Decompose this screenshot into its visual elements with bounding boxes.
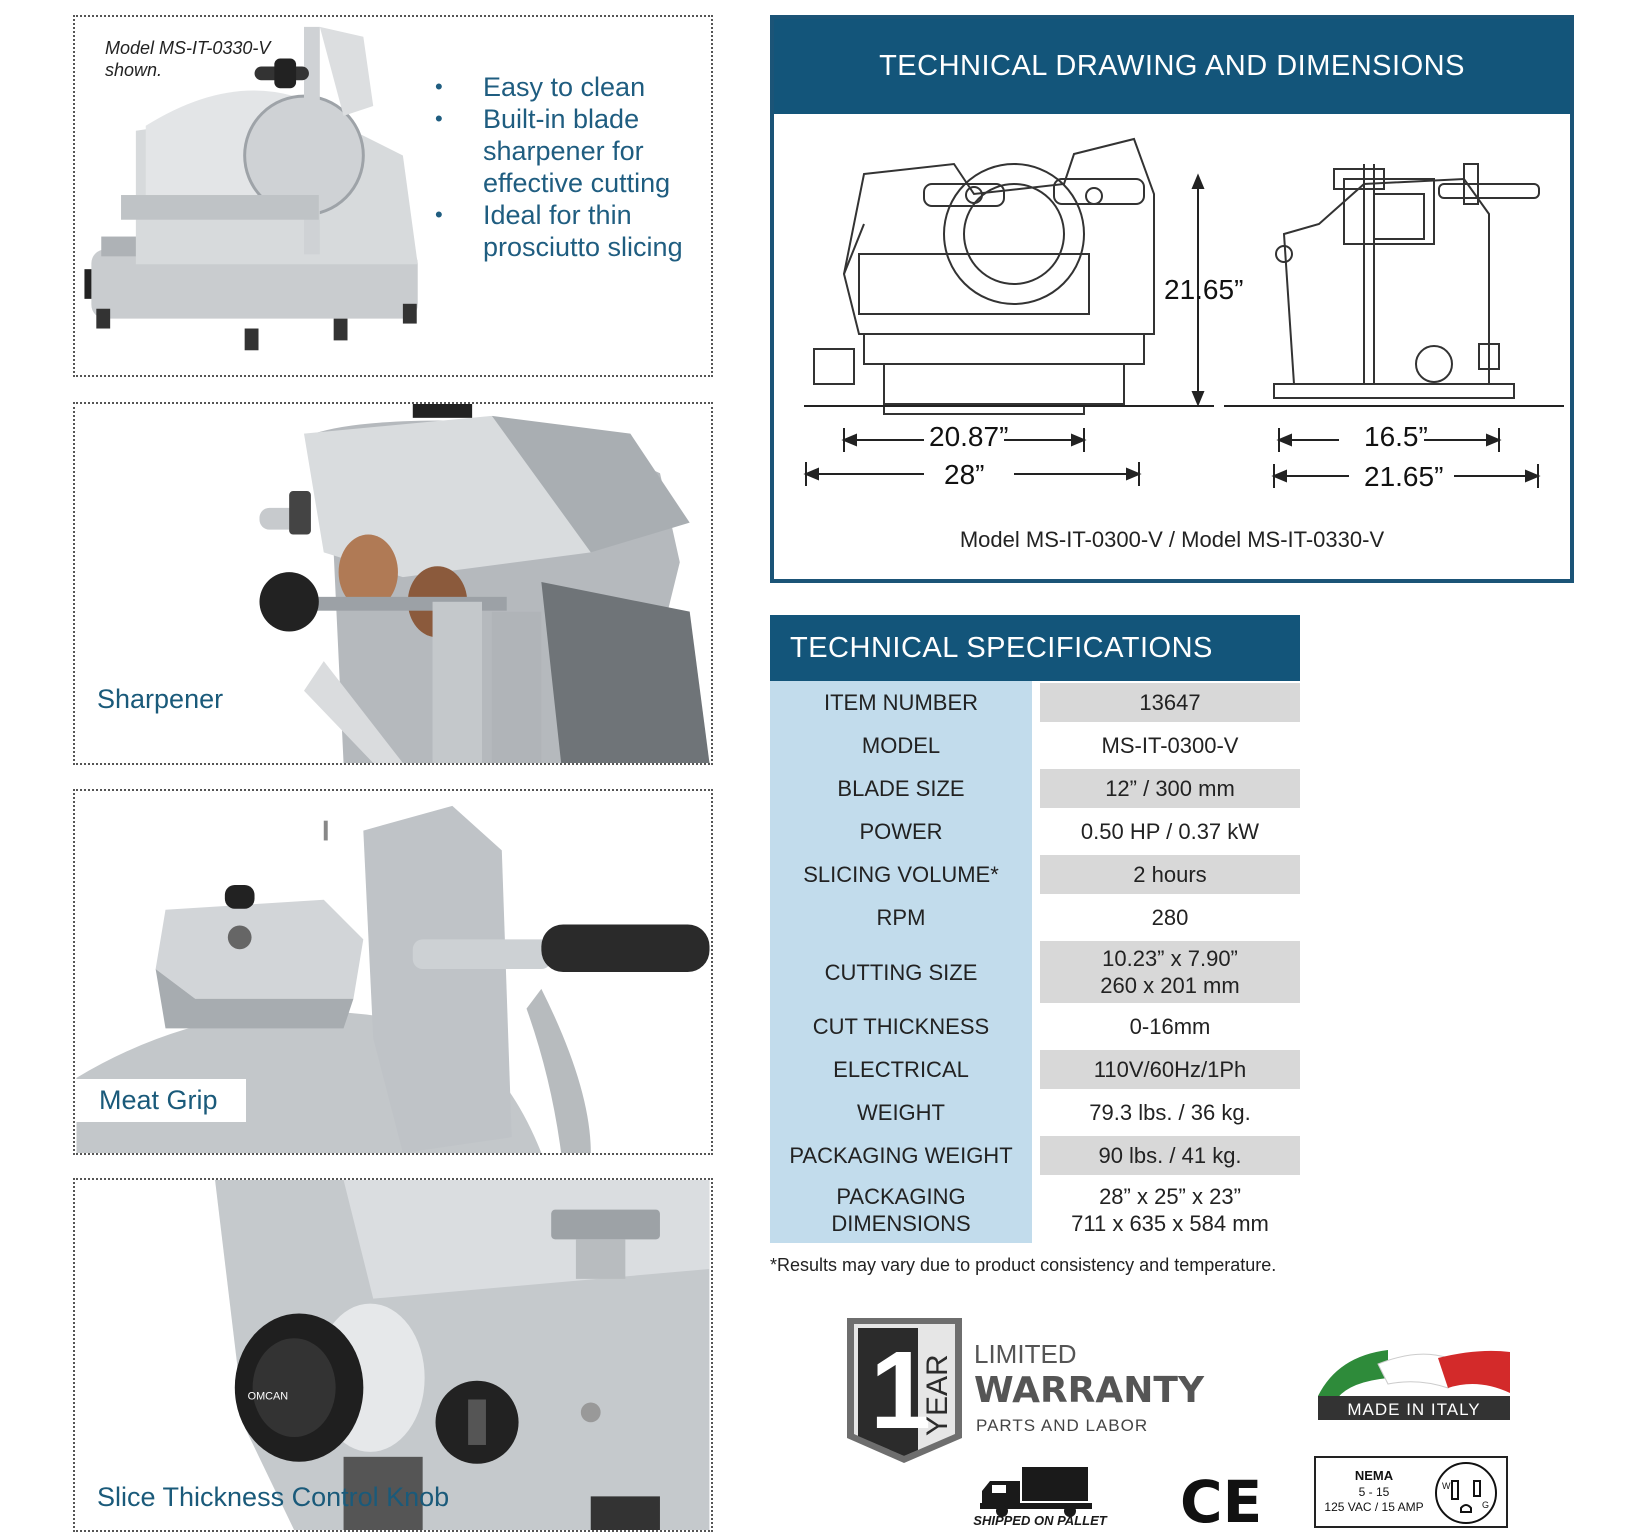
product-photo-panel: Model MS-IT-0330-V shown. Easy to clean … — [73, 15, 713, 377]
sharpener-caption: Sharpener — [97, 684, 224, 714]
feature-item: Easy to clean — [435, 71, 711, 103]
spec-row: PACKAGING DIMENSIONS 28” x 25” x 23” 711 … — [770, 1177, 1300, 1243]
dim-side-outer-width: 21.65” — [1364, 461, 1443, 492]
feature-item: Built-in blade sharpener for effective c… — [435, 103, 711, 199]
spec-label: ELECTRICAL — [770, 1048, 1032, 1091]
specs-title: TECHNICAL SPECIFICATIONS — [770, 615, 1300, 681]
ce-mark: CE — [1180, 1472, 1260, 1528]
nema-type: 5 - 15 — [1359, 1485, 1390, 1499]
pallet-badge: SHIPPED ON PALLET — [960, 1465, 1120, 1527]
spec-row: MODEL MS-IT-0300-V — [770, 724, 1300, 767]
warranty-year: YEAR — [921, 1354, 954, 1436]
spec-value: 10.23” x 7.90” 260 x 201 mm — [1040, 941, 1300, 1003]
spec-label: CUT THICKNESS — [770, 1005, 1032, 1048]
technical-drawing: 21.65” 20.87” 28” 16.5” 21.65” — [774, 114, 1570, 524]
slice-thickness-caption: Slice Thickness Control Knob — [97, 1482, 450, 1512]
spec-label: BLADE SIZE — [770, 767, 1032, 810]
spec-value: 13647 — [1040, 683, 1300, 722]
spec-row: POWER 0.50 HP / 0.37 kW — [770, 810, 1300, 853]
slicer-photo — [75, 17, 711, 375]
nema-title: NEMA — [1355, 1468, 1394, 1483]
warranty-title: WARRANTY — [974, 1370, 1205, 1411]
made-in-italy-badge: MADE IN ITALY — [1318, 1348, 1510, 1420]
meat-grip-photo — [75, 791, 711, 1153]
nema-badge: NEMA 5 - 15 125 VAC / 15 AMP W G — [1314, 1456, 1508, 1528]
slice-thickness-panel: OMCAN Slice Thickness Control Knob — [73, 1178, 713, 1532]
spec-label: POWER — [770, 810, 1032, 853]
spec-value: 28” x 25” x 23” 711 x 635 x 584 mm — [1071, 1184, 1269, 1236]
ce-label: CE — [1180, 1472, 1260, 1528]
outlet-icon: W G — [1435, 1462, 1497, 1524]
spec-label: WEIGHT — [770, 1091, 1032, 1134]
spec-label: PACKAGING DIMENSIONS — [770, 1177, 1032, 1243]
spec-label: CUTTING SIZE — [770, 939, 1032, 1005]
spec-label: MODEL — [770, 724, 1032, 767]
sharpener-panel: Sharpener — [73, 402, 713, 765]
spec-value: 0-16mm — [1129, 1014, 1211, 1039]
dim-front-inner-width: 20.87” — [929, 421, 1008, 452]
spec-row: CUT THICKNESS 0-16mm — [770, 1005, 1300, 1048]
technical-drawing-caption: Model MS-IT-0300-V / Model MS-IT-0330-V — [959, 527, 1385, 552]
spec-row: SLICING VOLUME*2 hours — [770, 853, 1300, 896]
spec-value: 2 hours — [1040, 855, 1300, 894]
brand-mark: OMCAN — [248, 1390, 288, 1402]
feature-item: Ideal for thin prosciutto slicing — [435, 199, 711, 263]
feature-list: Easy to clean Built-in blade sharpener f… — [435, 71, 711, 263]
spec-value: 90 lbs. / 41 kg. — [1040, 1136, 1300, 1175]
dim-side-inner-width: 16.5” — [1364, 421, 1428, 452]
model-note: Model MS-IT-0330-V shown. — [105, 38, 271, 80]
slice-thickness-photo: OMCAN — [75, 1180, 711, 1530]
spec-row: RPM 280 — [770, 896, 1300, 939]
pallet-label: SHIPPED ON PALLET — [973, 1513, 1107, 1527]
truck-icon — [980, 1467, 1092, 1517]
spec-label: ITEM NUMBER — [770, 681, 1032, 724]
technical-drawing-box: TECHNICAL DRAWING AND DIMENSIONS — [770, 15, 1574, 583]
dim-height: 21.65” — [1164, 274, 1243, 305]
sharpener-photo — [75, 404, 711, 763]
technical-drawing-title: TECHNICAL DRAWING AND DIMENSIONS — [774, 19, 1570, 114]
warranty-parts: PARTS AND LABOR — [976, 1416, 1148, 1435]
warranty-number: 1 — [870, 1329, 931, 1452]
spec-label: PACKAGING WEIGHT — [770, 1134, 1032, 1177]
outlet-w-label: W — [1442, 1481, 1451, 1491]
outlet-g-label: G — [1482, 1500, 1489, 1510]
spec-label: SLICING VOLUME* — [770, 853, 1032, 896]
meat-grip-panel: Meat Grip — [73, 789, 713, 1155]
spec-value: 12” / 300 mm — [1040, 769, 1300, 808]
nema-rating: 125 VAC / 15 AMP — [1324, 1500, 1423, 1514]
spec-value: 110V/60Hz/1Ph — [1040, 1050, 1300, 1089]
warranty-badge: 1 YEAR LIMITED WARRANTY PARTS AND LABOR — [842, 1318, 1212, 1463]
spec-value: 0.50 HP / 0.37 kW — [1080, 819, 1260, 844]
spec-value: 280 — [1151, 905, 1189, 930]
spec-value: 79.3 lbs. / 36 kg. — [1089, 1100, 1251, 1125]
spec-value: MS-IT-0300-V — [1101, 733, 1239, 758]
dim-front-outer-width: 28” — [944, 459, 984, 490]
spec-label: RPM — [770, 896, 1032, 939]
made-in-italy-label: MADE IN ITALY — [1347, 1400, 1480, 1419]
warranty-limited: LIMITED — [974, 1339, 1077, 1369]
spec-row: WEIGHT 79.3 lbs. / 36 kg. — [770, 1091, 1300, 1134]
specs-footnote: *Results may vary due to product consist… — [770, 1255, 1277, 1275]
meat-grip-caption: Meat Grip — [75, 1079, 246, 1122]
